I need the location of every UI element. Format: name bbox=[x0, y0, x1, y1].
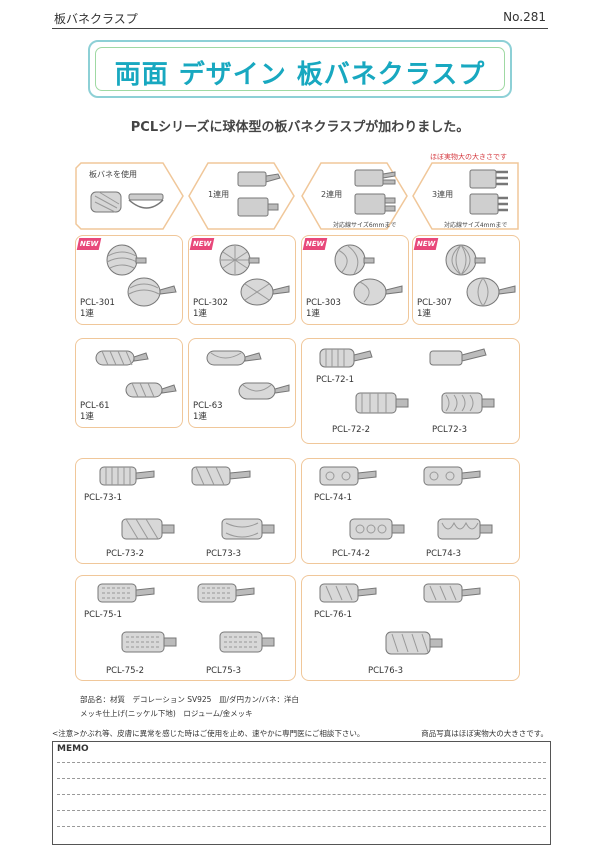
pcl-73-3-code: PCL73-3 bbox=[206, 549, 242, 559]
pcl-307-strands: 1連 bbox=[417, 309, 431, 319]
pcl-72-1-code: PCL-72-1 bbox=[316, 375, 355, 385]
pcl-307-image bbox=[445, 244, 516, 307]
pcl-302-image bbox=[219, 244, 290, 306]
double-strand-note: 対応線サイズ6mmまで bbox=[333, 222, 397, 229]
pcl-301-strands: 1連 bbox=[80, 309, 94, 319]
pcl-74-1-image bbox=[319, 466, 377, 486]
memo-line bbox=[57, 826, 546, 827]
pcl-76-extra-image bbox=[423, 583, 481, 603]
memo-line bbox=[57, 810, 546, 811]
product-card-pcl-302: NEW PCL-302 1連 bbox=[188, 235, 296, 325]
pcl-72-3-code: PCL72-3 bbox=[432, 425, 468, 435]
pcl-74-2-code: PCL-74-2 bbox=[332, 549, 371, 559]
pcl-75-3-code: PCL75-3 bbox=[206, 666, 242, 676]
pcl-73-2-code: PCL-73-2 bbox=[106, 549, 145, 559]
pcl-302-strands: 1連 bbox=[193, 309, 207, 319]
pcl-73-2-image bbox=[121, 518, 175, 540]
memo-line bbox=[57, 762, 546, 763]
product-card-pcl-307: NEW PCL-307 1連 bbox=[412, 235, 520, 325]
triple-strand-part-image bbox=[469, 169, 508, 215]
memo-line bbox=[57, 794, 546, 795]
pcl-72-3-image bbox=[441, 392, 495, 414]
pcl-74-3-code: PCL74-3 bbox=[426, 549, 462, 559]
memo-box[interactable]: MEMO bbox=[52, 741, 551, 845]
pcl-73-3-image bbox=[221, 518, 275, 540]
pcl-73-1-image bbox=[99, 466, 155, 486]
pcl-74-3-image bbox=[437, 518, 493, 540]
pcl-72-2-code: PCL-72-2 bbox=[332, 425, 371, 435]
product-card-pcl-61: PCL-61 1連 bbox=[75, 338, 183, 428]
pcl-63-strands: 1連 bbox=[193, 412, 207, 422]
product-card-pcl-75: PCL-75-1 PCL-75-2 PCL75-3 bbox=[75, 575, 296, 681]
pcl-75-2-code: PCL-75-2 bbox=[106, 666, 145, 676]
product-card-pcl-72: PCL-72-1 PCL-72-2 PCL72-3 bbox=[301, 338, 520, 444]
pcl-301-code: PCL-301 bbox=[80, 298, 115, 308]
pcl-75-3-image bbox=[219, 631, 275, 653]
pcl-63-code: PCL-63 bbox=[193, 401, 223, 411]
double-strand-part-image bbox=[354, 169, 396, 215]
header-divider bbox=[52, 28, 548, 29]
material-spec-line2: メッキ仕上げ(ニッケル下地) ロジューム/金メッキ bbox=[80, 709, 253, 718]
caution-notice: <注意>かぶれ等、皮膚に異常を感じた時はご使用を止め、速やかに専門医にご相談下さ… bbox=[52, 729, 365, 738]
page-number: No.281 bbox=[503, 10, 546, 24]
pcl-73-1-code: PCL-73-1 bbox=[84, 493, 123, 503]
triple-strand-label: 3連用 bbox=[432, 190, 454, 199]
single-strand-panel: 1連用 bbox=[188, 162, 296, 230]
pcl-76-3-code: PCL76-3 bbox=[368, 666, 404, 676]
triple-strand-panel: 3連用 対応線サイズ4mmまで bbox=[412, 162, 520, 230]
pcl-73-extra-image bbox=[191, 466, 251, 486]
pcl-74-extra-image bbox=[423, 466, 481, 486]
product-card-pcl-63: PCL-63 1連 bbox=[188, 338, 296, 428]
pcl-76-1-code: PCL-76-1 bbox=[314, 610, 353, 620]
material-spec-line1: 部品名：材質 デコレーション SV925 皿/ダ円カン/バネ：洋白 bbox=[80, 695, 299, 704]
pcl-302-code: PCL-302 bbox=[193, 298, 228, 308]
pcl-75-1-image bbox=[97, 583, 155, 603]
title-banner: 両面 デザイン 板バネクラスプ bbox=[88, 40, 512, 98]
product-card-pcl-73: PCL-73-1 PCL-73-2 PCL73-3 bbox=[75, 458, 296, 564]
product-card-pcl-74: PCL-74-1 PCL-74-2 PCL74-3 bbox=[301, 458, 520, 564]
double-strand-label: 2連用 bbox=[321, 190, 343, 199]
intro-subtitle: PCLシリーズに球体型の板バネクラスプが加わりました。 bbox=[130, 120, 470, 135]
pcl-63-image bbox=[206, 350, 290, 400]
page-header-title: 板バネクラスプ bbox=[54, 12, 138, 26]
banner-title: 両面 デザイン 板バネクラスプ bbox=[114, 60, 486, 90]
actual-size-note: ほぼ実物大の大きさです bbox=[430, 153, 507, 161]
pcl-61-code: PCL-61 bbox=[80, 401, 110, 411]
triple-strand-note: 対応線サイズ4mmまで bbox=[444, 222, 508, 229]
double-strand-panel: 2連用 対応線サイズ6mmまで bbox=[301, 162, 409, 230]
memo-label: MEMO bbox=[57, 744, 89, 754]
pcl-303-code: PCL-303 bbox=[306, 298, 341, 308]
spring-label: 板バネを使用 bbox=[89, 170, 137, 179]
pcl-75-extra-image bbox=[197, 583, 255, 603]
product-card-pcl-76: PCL-76-1 PCL76-3 bbox=[301, 575, 520, 681]
single-strand-part-image bbox=[237, 171, 281, 217]
memo-line bbox=[57, 778, 546, 779]
pcl-75-2-image bbox=[121, 631, 177, 653]
product-card-pcl-301: NEW PCL-301 1連 bbox=[75, 235, 183, 325]
pcl-61-strands: 1連 bbox=[80, 412, 94, 422]
pcl-72-1-image bbox=[319, 348, 373, 368]
pcl-303-strands: 1連 bbox=[306, 309, 320, 319]
pcl-72-extra-image bbox=[429, 348, 487, 366]
pcl-74-1-code: PCL-74-1 bbox=[314, 493, 353, 503]
spring-panel: 板バネを使用 bbox=[75, 162, 185, 230]
pcl-76-3-image bbox=[385, 631, 443, 655]
product-card-pcl-303: NEW PCL-303 1連 bbox=[301, 235, 409, 325]
pcl-75-1-code: PCL-75-1 bbox=[84, 610, 123, 620]
pcl-303-image bbox=[334, 244, 403, 306]
pcl-61-image bbox=[95, 350, 177, 398]
pcl-301-image bbox=[106, 244, 177, 307]
pcl-307-code: PCL-307 bbox=[417, 298, 452, 308]
spring-clasp-image bbox=[90, 191, 164, 213]
pcl-74-2-image bbox=[349, 518, 405, 540]
pcl-72-2-image bbox=[355, 392, 409, 414]
photo-size-notice: 商品写真はほぼ実物大の大きさです。 bbox=[421, 729, 548, 738]
single-strand-label: 1連用 bbox=[208, 190, 230, 199]
pcl-76-1-image bbox=[319, 583, 377, 603]
